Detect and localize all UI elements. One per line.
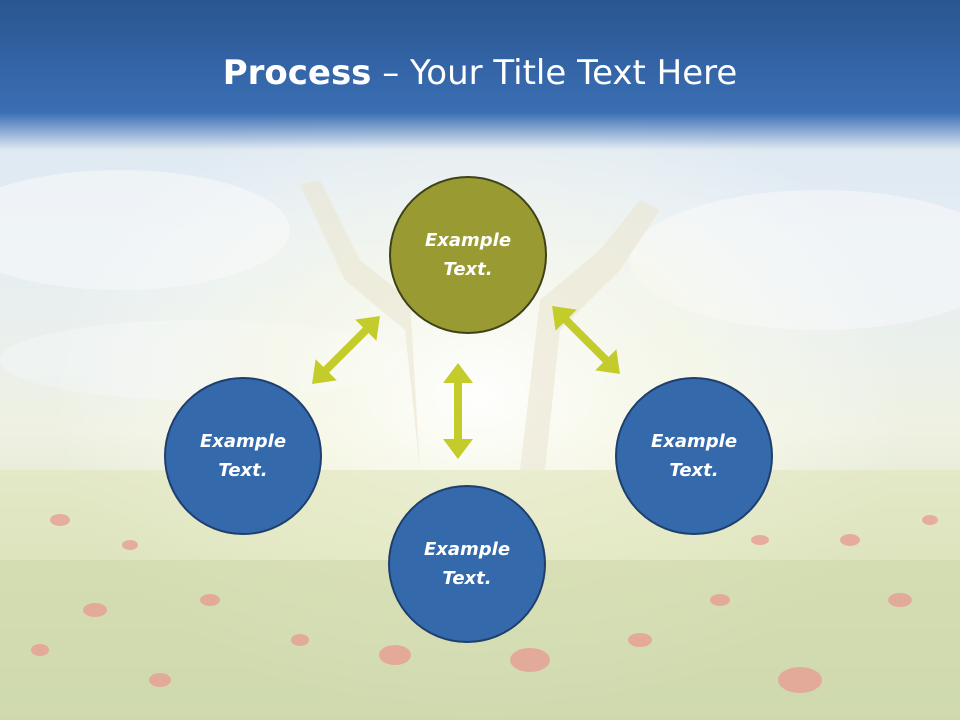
process-node-right-label: Example Text. [650, 431, 738, 481]
arrow-vertical [443, 363, 473, 459]
title-rest: – Your Title Text Here [371, 53, 738, 93]
arrow-top-right [552, 306, 620, 374]
process-node-right[interactable]: Example Text. [615, 377, 773, 535]
process-node-left-label: Example Text. [199, 431, 287, 481]
process-node-left[interactable]: Example Text. [164, 377, 322, 535]
process-node-top-label: Example Text. [424, 230, 512, 280]
process-node-top[interactable]: Example Text. [389, 176, 547, 334]
process-node-bottom[interactable]: Example Text. [388, 485, 546, 643]
arrow-top-left [312, 316, 380, 384]
process-node-bottom-label: Example Text. [423, 539, 511, 589]
slide-title: Process – Your Title Text Here [0, 48, 960, 98]
title-bold: Process [222, 53, 372, 93]
